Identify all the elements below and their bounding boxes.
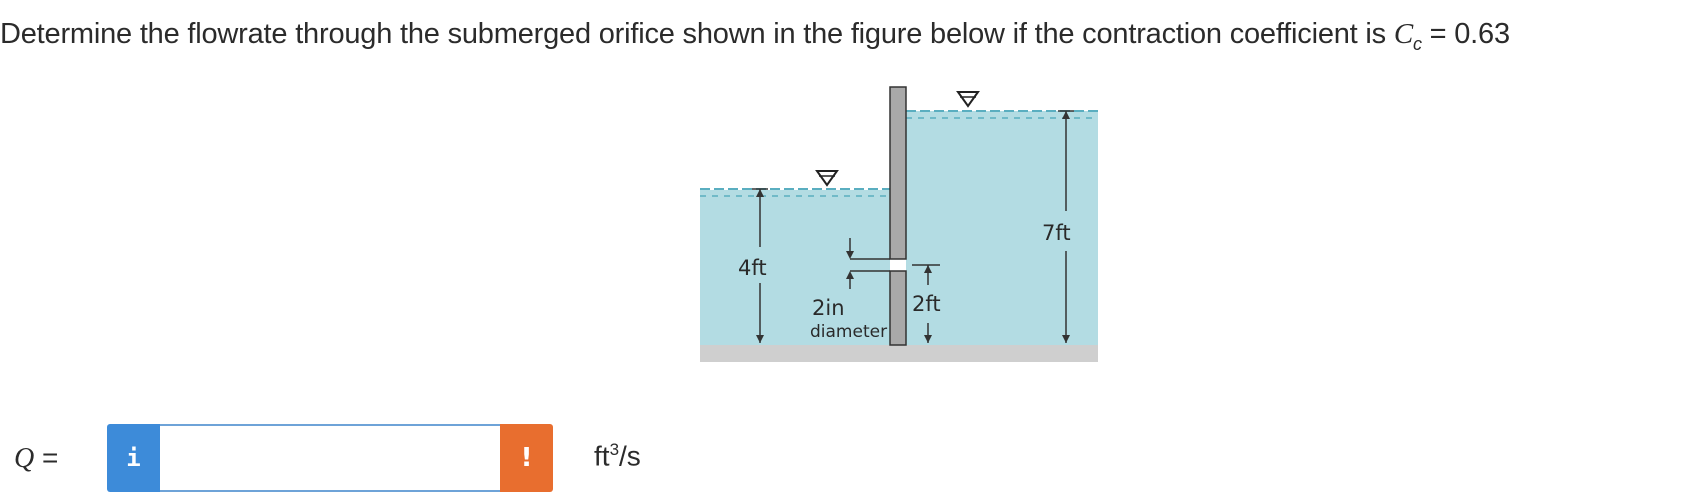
question-text: Determine the flowrate through the subme… — [0, 18, 1510, 55]
wall-upper — [889, 86, 907, 260]
wall-lower — [889, 270, 907, 346]
answer-unit: ft3/s — [594, 440, 641, 472]
orifice-figure: 4ft 7ft 2in diameter 2ft — [700, 85, 1140, 405]
answer-variable-label: Q = — [14, 442, 58, 475]
left-surface-triangle — [815, 170, 839, 187]
warning-icon[interactable]: ! — [500, 424, 553, 492]
answer-variable: Q — [14, 443, 35, 474]
orifice-type-label: diameter — [810, 322, 887, 342]
left-water — [700, 190, 890, 345]
info-icon[interactable]: i — [107, 424, 160, 492]
right-surface-triangle — [956, 91, 980, 108]
unit-exponent: 3 — [609, 440, 620, 459]
orifice-diagram: 4ft 7ft 2in diameter 2ft — [700, 86, 1098, 362]
answer-equals: = — [34, 442, 59, 473]
right-depth-label: 7ft — [1042, 221, 1071, 245]
question-body: Determine the flowrate through the subme… — [0, 18, 1394, 50]
orifice-size-label: 2in — [812, 296, 845, 320]
coefficient-symbol: C — [1393, 18, 1413, 50]
coefficient-subscript: c — [1412, 33, 1422, 54]
unit-tail: /s — [619, 440, 641, 472]
orifice-height-label: 2ft — [912, 292, 941, 316]
answer-row: Q = i ! ft3/s — [0, 424, 720, 494]
answer-input[interactable] — [160, 424, 500, 492]
left-depth-label: 4ft — [738, 256, 767, 280]
ground — [700, 345, 1098, 362]
coefficient-value: = 0.63 — [1421, 18, 1510, 50]
unit-base: ft — [594, 440, 610, 472]
